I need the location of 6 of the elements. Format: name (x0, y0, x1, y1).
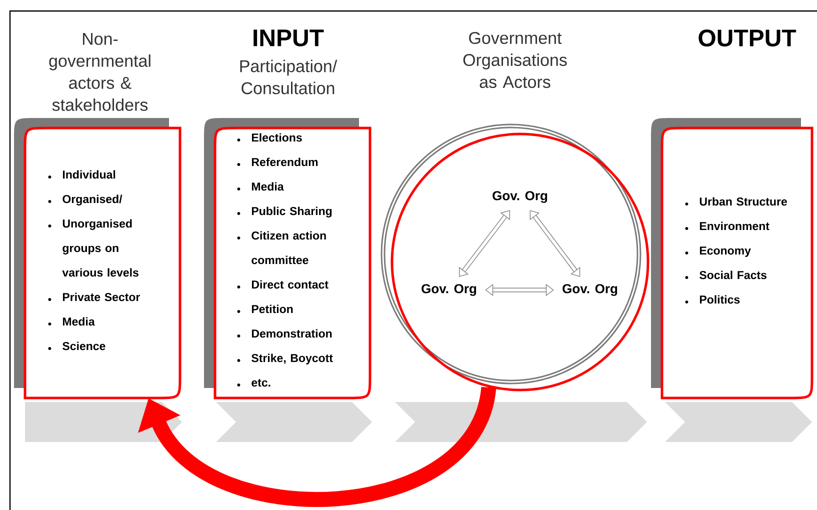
heading: Participation/ Consultation (240, 60, 338, 94)
arrow (138, 386, 496, 506)
heading: OUTPUT (698, 30, 796, 46)
heading: Government Organisations as Actors (463, 32, 567, 88)
heading: INPUT (254, 30, 324, 46)
heading: Non-governmental actors & stakeholders (49, 33, 150, 111)
